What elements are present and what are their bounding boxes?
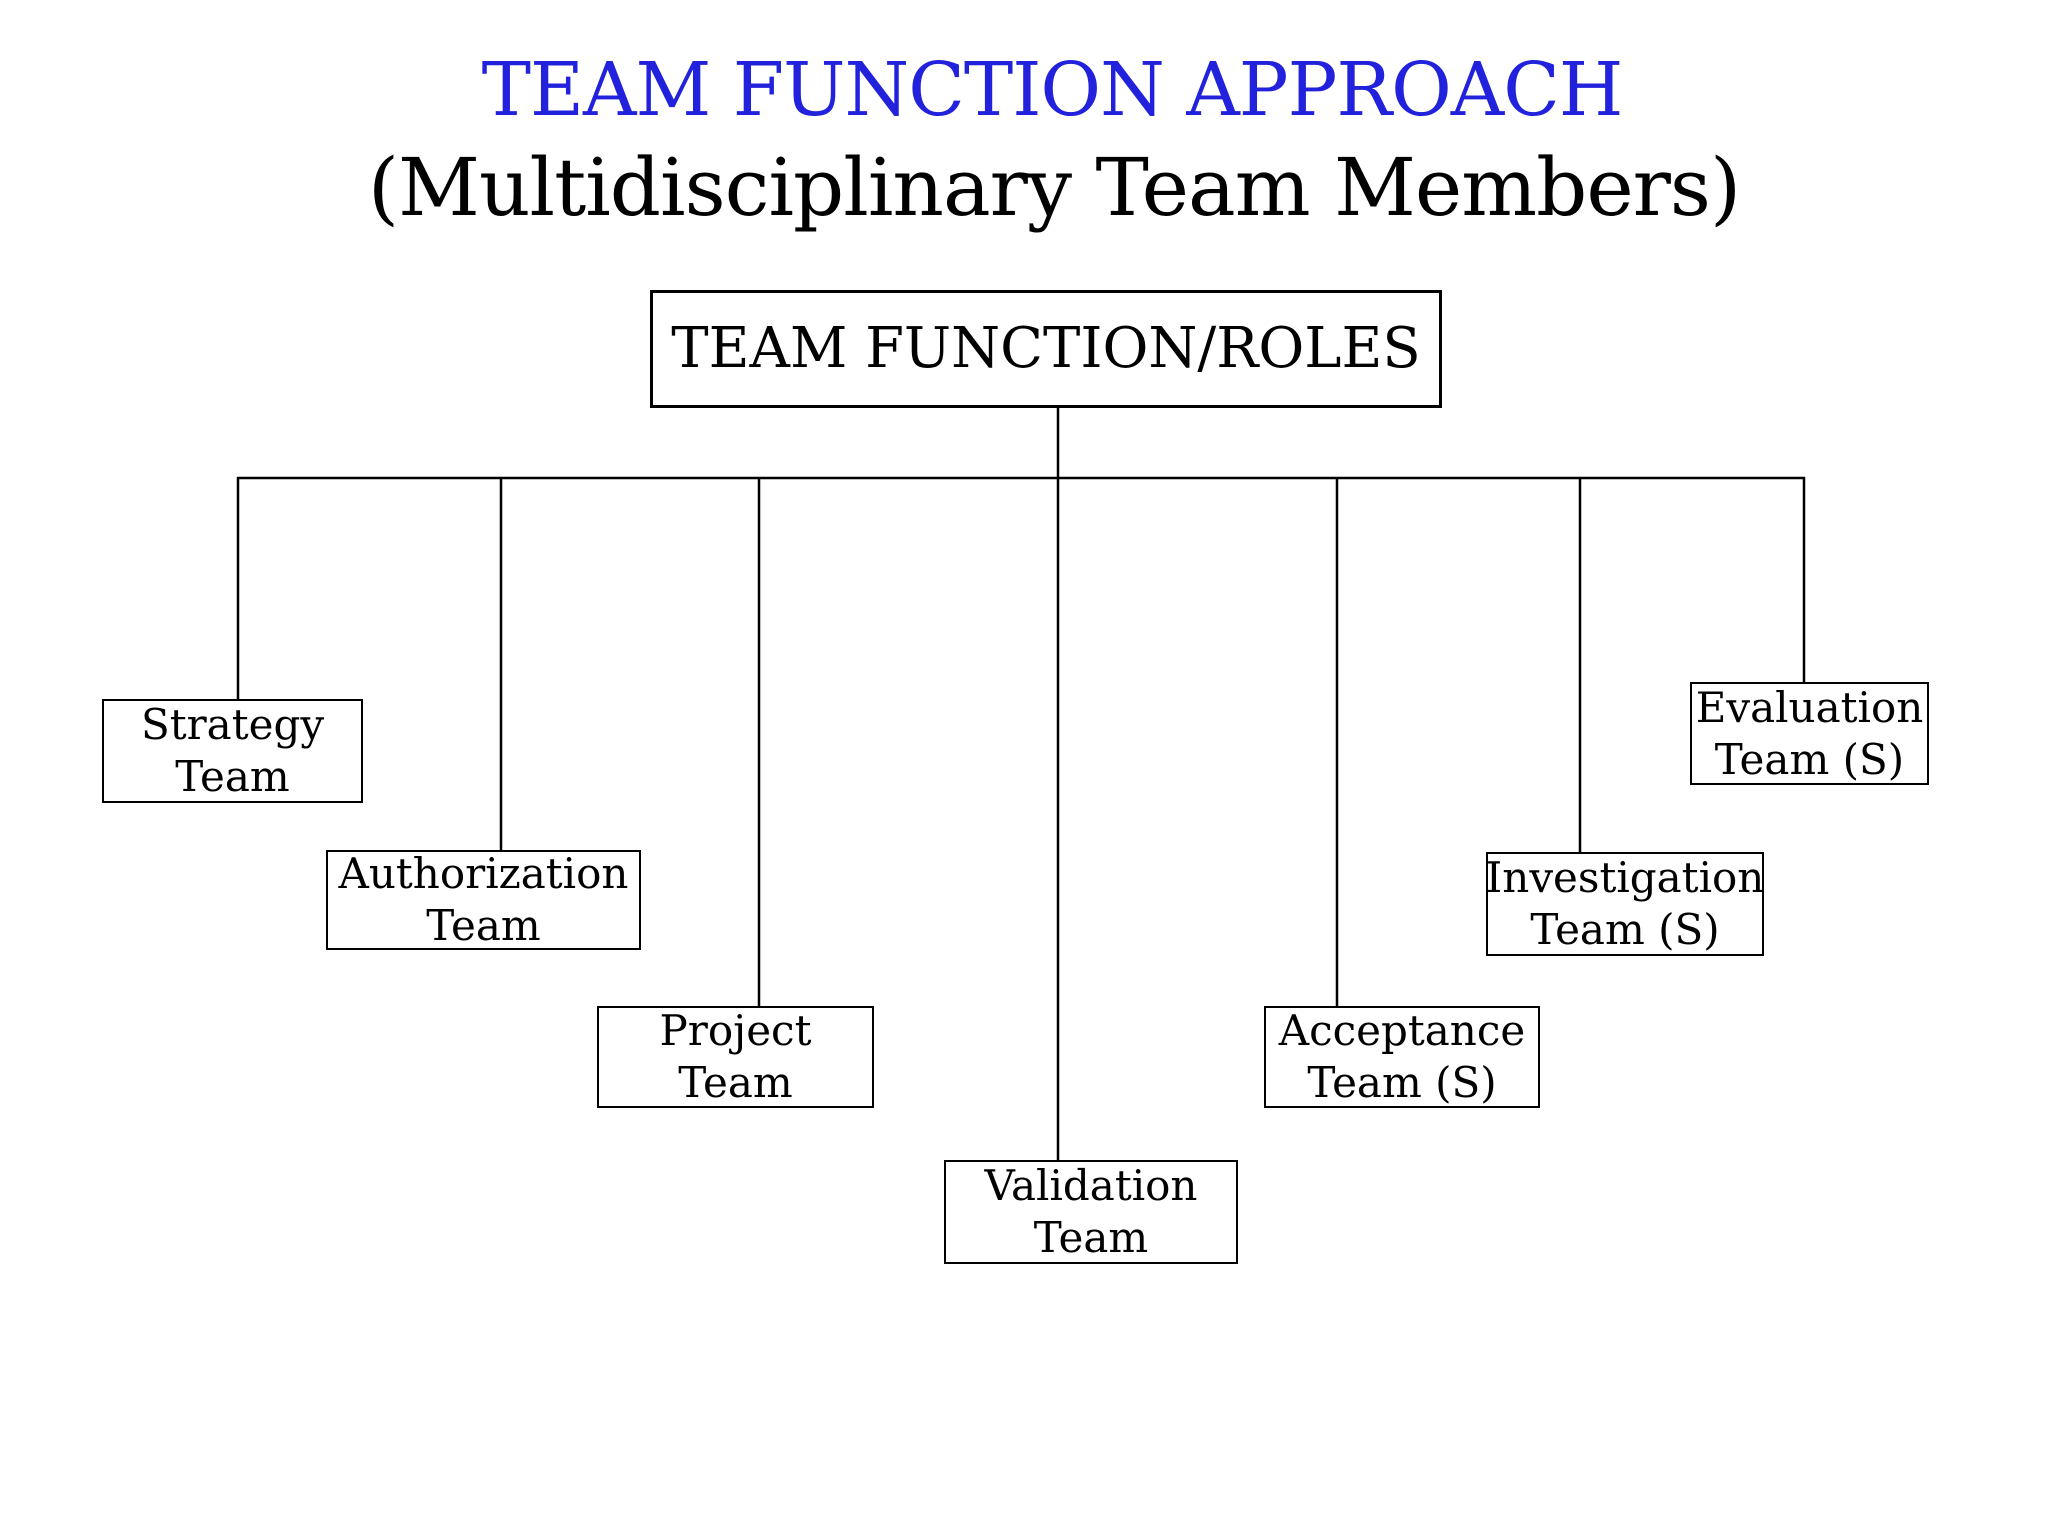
slide-subtitle: (Multidisciplinary Team Members) <box>367 141 1741 234</box>
slide-header: TEAM FUNCTION APPROACH (Multidisciplinar… <box>0 44 2048 240</box>
node-evaluation-team: Evaluation Team (S) <box>1690 682 1929 785</box>
node-label: TEAM FUNCTION/ROLES <box>671 316 1421 381</box>
node-project-team: Project Team <box>597 1006 874 1108</box>
node-label: Validation Team <box>984 1161 1198 1262</box>
slide-title: TEAM FUNCTION APPROACH <box>481 47 1624 133</box>
node-investigation-team: Investigation Team (S) <box>1486 852 1764 956</box>
node-acceptance-team: Acceptance Team (S) <box>1264 1006 1540 1108</box>
node-label: Authorization Team <box>338 849 629 950</box>
node-label: Acceptance Team (S) <box>1278 1006 1526 1107</box>
node-strategy-team: Strategy Team <box>102 699 363 803</box>
node-team-function-roles: TEAM FUNCTION/ROLES <box>650 290 1442 408</box>
node-label: Evaluation Team (S) <box>1695 682 1924 784</box>
node-label: Project Team <box>659 1006 812 1107</box>
node-validation-team: Validation Team <box>944 1160 1238 1264</box>
node-label: Investigation Team (S) <box>1485 853 1765 954</box>
node-authorization-team: Authorization Team <box>326 849 641 950</box>
node-label: Strategy Team <box>140 700 325 801</box>
